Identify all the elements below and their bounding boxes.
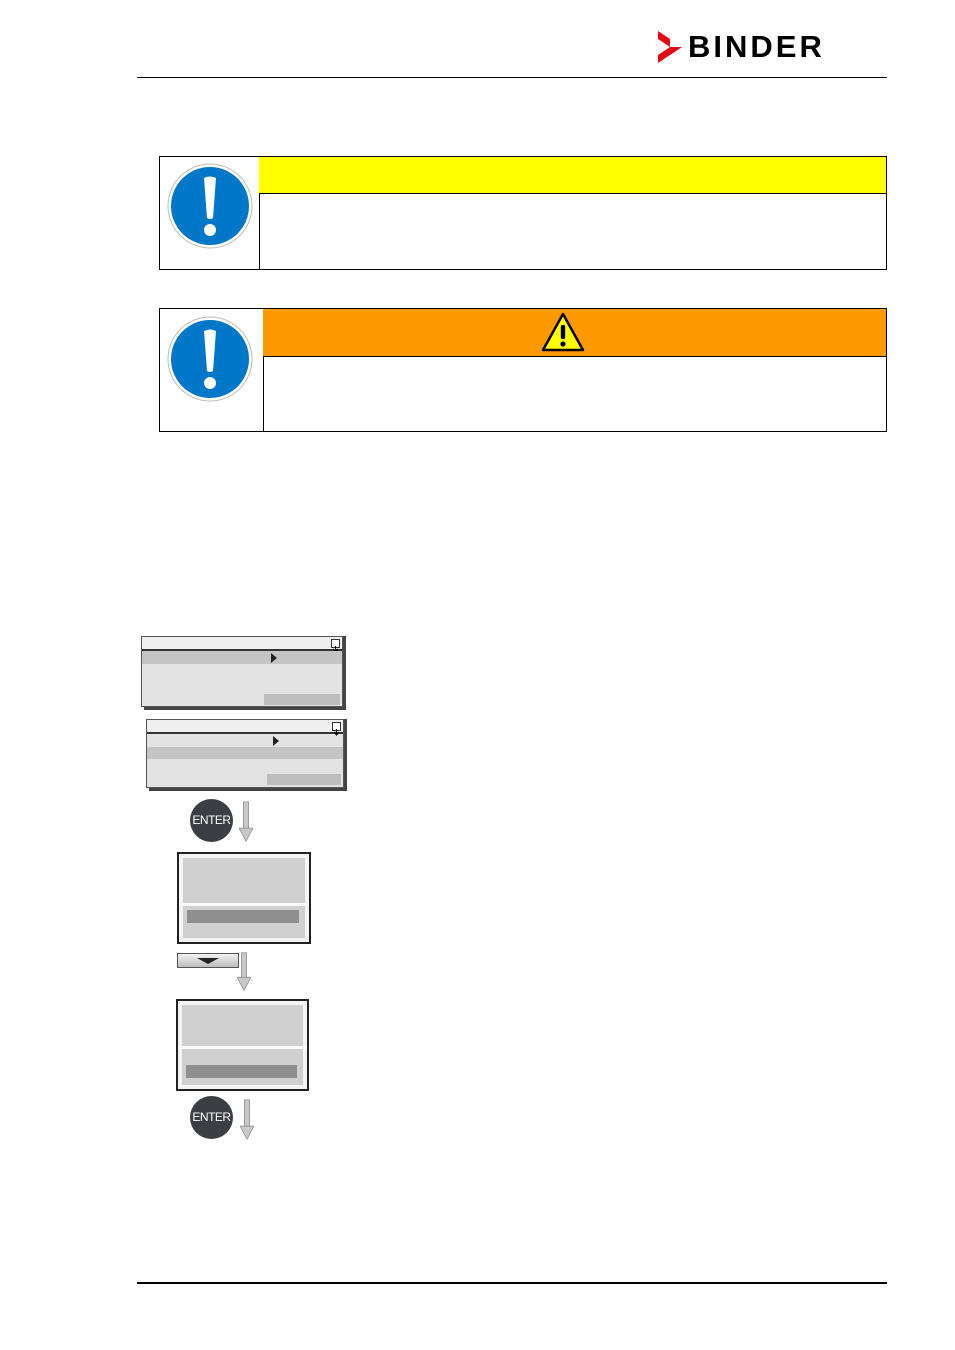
- menu-selected-item[interactable]: [186, 1065, 297, 1078]
- warning-triangle-icon: [541, 312, 585, 352]
- menu-selected-item[interactable]: [187, 910, 299, 923]
- menu-panel-body: [183, 858, 305, 938]
- exclamation-circle-icon: [167, 163, 253, 249]
- notice-band: [259, 157, 886, 194]
- display-shadow: [344, 719, 347, 790]
- menu-panel-2: [176, 999, 309, 1091]
- footer-rule: [137, 1282, 887, 1284]
- controller-display-2: [146, 719, 347, 791]
- exclamation-circle-icon: [167, 316, 253, 402]
- scroll-down-icon[interactable]: [332, 722, 341, 736]
- display-shadow: [343, 636, 346, 709]
- menu-separator: [178, 1046, 307, 1049]
- display-shadow: [144, 707, 346, 710]
- binder-logo: BINDER: [656, 30, 888, 64]
- display-selected-row[interactable]: [142, 651, 342, 664]
- display-status-bar: [264, 694, 340, 705]
- cursor-right-icon: [273, 736, 279, 746]
- down-arrow-icon: [237, 952, 251, 992]
- binder-arrow-logo-icon: [658, 31, 682, 63]
- menu-separator: [179, 903, 309, 906]
- enter-key-icon[interactable]: ENTER: [190, 1096, 233, 1139]
- display-title-bar: [147, 720, 343, 734]
- caution-box: [159, 308, 887, 432]
- down-arrow-icon: [240, 1099, 254, 1140]
- display-title-bar: [142, 637, 342, 651]
- display-shadow: [149, 788, 347, 791]
- notice-box: [159, 156, 887, 270]
- header-rule: [137, 77, 887, 78]
- notice-icon-cell: [160, 157, 260, 269]
- display-selected-row[interactable]: [147, 747, 343, 759]
- menu-panel-1: [177, 852, 311, 944]
- down-key-triangle: [197, 958, 219, 964]
- down-key-icon[interactable]: [177, 953, 239, 968]
- binder-logo-text: BINDER: [688, 29, 825, 64]
- down-arrow-icon: [239, 801, 253, 842]
- scroll-down-icon[interactable]: [331, 639, 340, 653]
- caution-icon-cell: [160, 309, 264, 431]
- cursor-right-icon: [271, 653, 277, 663]
- controller-display-1: [141, 636, 346, 710]
- enter-key-icon[interactable]: ENTER: [190, 799, 233, 842]
- display-status-bar: [267, 774, 341, 785]
